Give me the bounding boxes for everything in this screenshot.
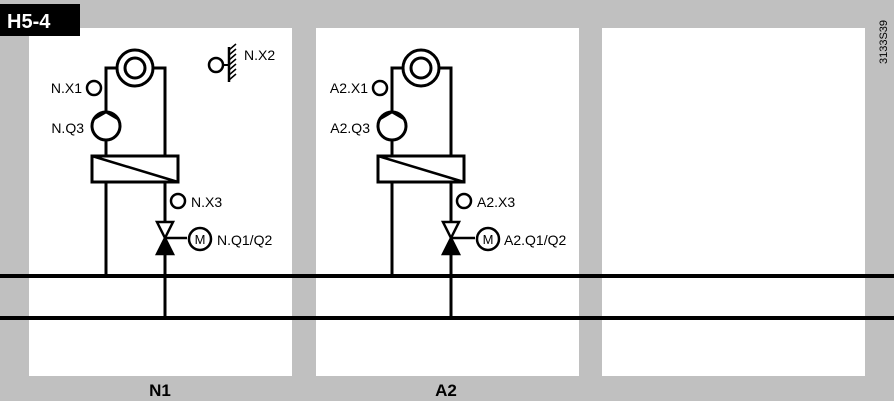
document-id: 3133S39 [878, 20, 890, 64]
motor-symbol-a2: M [483, 232, 494, 247]
outdoor-sensor-n1 [207, 43, 237, 82]
sensor-x3-label-a2: A2.X3 [477, 194, 515, 210]
pump-label-n1: N.Q3 [51, 120, 84, 136]
section-label-a2: A2 [435, 381, 457, 400]
section-label-n1: N1 [149, 381, 171, 400]
valve-actuator-a2: M [475, 226, 501, 252]
circuit-n1: M N.Q1/Q2 N.X1 N.Q3 N.X3 N.X2 N1 [51, 43, 275, 400]
sensor-x1-label-a2: A2.X1 [330, 80, 368, 96]
sensor-x1-label-n1: N.X1 [51, 80, 82, 96]
valve-actuator-n1: M [187, 226, 213, 252]
sensor-x1-a2 [371, 79, 389, 97]
panel-empty [602, 28, 865, 376]
sensor-x2-label-n1: N.X2 [244, 47, 275, 63]
motor-symbol-n1: M [195, 232, 206, 247]
pump-a2 [376, 110, 408, 142]
heat-exchanger-a2 [376, 154, 466, 184]
diagram-title: H5-4 [7, 11, 51, 33]
title-badge [0, 4, 80, 36]
sensor-x3-a2 [455, 192, 473, 210]
circuit-a2: M A2.Q1/Q2 A2.X1 A2.Q3 A2.X3 A2 [330, 48, 566, 400]
consumer-a2 [401, 48, 441, 88]
actuator-label-a2: A2.Q1/Q2 [504, 232, 566, 248]
pump-n1 [90, 110, 122, 142]
heat-exchanger-n1 [90, 154, 180, 184]
sensor-x1-n1 [85, 79, 103, 97]
pump-label-a2: A2.Q3 [330, 120, 370, 136]
consumer-n1 [115, 48, 155, 88]
sensor-x3-n1 [169, 192, 187, 210]
sensor-x3-label-n1: N.X3 [191, 194, 222, 210]
actuator-label-n1: N.Q1/Q2 [217, 232, 272, 248]
mixing-valve-a2 [440, 220, 475, 256]
